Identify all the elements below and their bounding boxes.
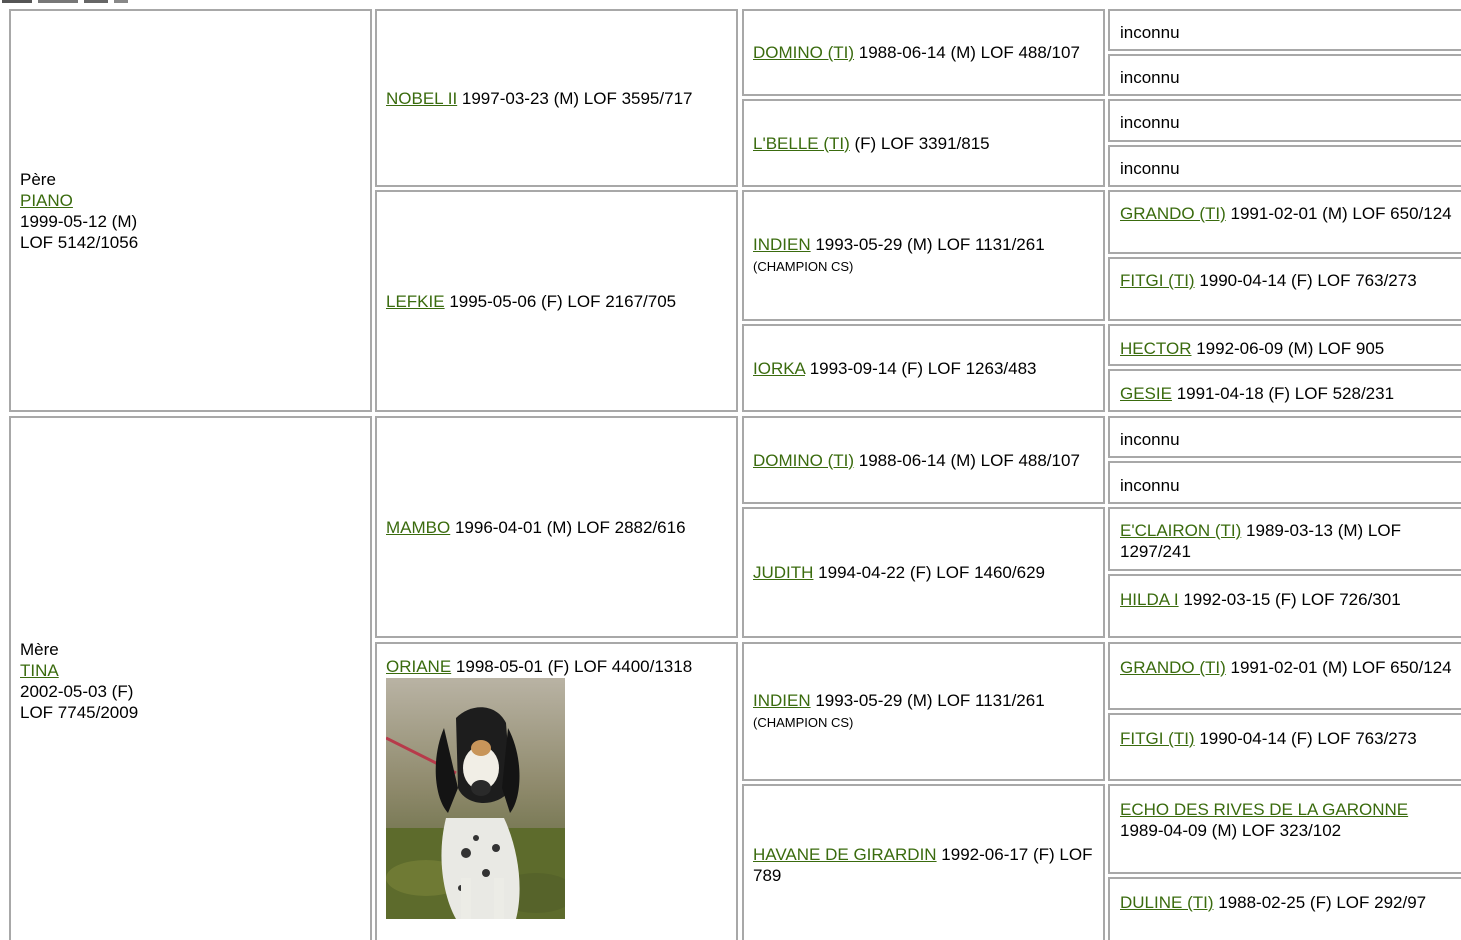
oriane-info: 1998-05-01 (F) LOF 4400/1318 — [451, 657, 693, 676]
dam-lof: LOF 7745/2009 — [20, 703, 139, 722]
gen4-cell-4: inconnu — [1108, 145, 1461, 187]
grandsire-maternal-cell: MAMBO 1996-04-01 (M) LOF 2882/616 — [375, 416, 738, 638]
echo-link[interactable]: ECHO DES RIVES DE LA GARONNE — [1120, 800, 1409, 819]
hilda-link[interactable]: HILDA I — [1120, 590, 1179, 609]
lbelle-info: (F) LOF 3391/815 — [849, 133, 990, 153]
iorka-info: 1993-09-14 (F) LOF 1263/483 — [804, 358, 1037, 378]
duline-link[interactable]: DULINE (TI) — [1120, 893, 1214, 912]
eclairon-link[interactable]: E'CLAIRON (TI) — [1120, 521, 1242, 540]
gen3-indien-cell-2: INDIEN 1993-05-29 (M) LOF 1131/261 (CHAM… — [742, 642, 1105, 781]
gen3-havane-cell: HAVANE DE GIRARDIN 1992-06-17 (F) LOF 78… — [742, 784, 1105, 940]
indien-link-2[interactable]: INDIEN — [753, 691, 811, 710]
domino-link-2[interactable]: DOMINO (TI) — [753, 450, 855, 470]
granddam-paternal-cell: LEFKIE 1995-05-06 (F) LOF 2167/705 — [375, 190, 738, 412]
gen3-judith-cell: JUDITH 1994-04-22 (F) LOF 1460/629 — [742, 507, 1105, 638]
domino-info-1: 1988-06-14 (M) LOF 488/107 — [854, 43, 1080, 62]
gen4-duline-cell: DULINE (TI) 1988-02-25 (F) LOF 292/97 — [1108, 877, 1461, 940]
gen4-cell-5: inconnu — [1108, 416, 1461, 458]
dam-label: Mère — [20, 640, 59, 659]
indien-info-1: 1993-05-29 (M) LOF 1131/261 — [810, 235, 1045, 254]
gen4-cell-1: inconnu — [1108, 9, 1461, 51]
dam-date: 2002-05-03 (F) — [20, 682, 134, 701]
unknown-4: inconnu — [1120, 159, 1180, 178]
sire-lof: LOF 5142/1056 — [20, 232, 139, 252]
hilda-info: 1992-03-15 (F) LOF 726/301 — [1178, 590, 1401, 609]
unknown-3: inconnu — [1120, 113, 1180, 132]
gen3-indien-cell-1: INDIEN 1993-05-29 (M) LOF 1131/261 (CHAM… — [742, 190, 1105, 321]
cropped-text-fragment — [2, 0, 128, 3]
gen4-cell-6: inconnu — [1108, 461, 1461, 504]
gen4-fitgi-cell-1: FITGI (TI) 1990-04-14 (F) LOF 763/273 — [1108, 257, 1461, 321]
gen4-fitgi-cell-2: FITGI (TI) 1990-04-14 (F) LOF 763/273 — [1108, 713, 1461, 781]
mambo-link[interactable]: MAMBO — [386, 517, 451, 537]
gen4-grando-cell-2: GRANDO (TI) 1991-02-01 (M) LOF 650/124 — [1108, 642, 1461, 710]
duline-info: 1988-02-25 (F) LOF 292/97 — [1213, 893, 1427, 912]
judith-info: 1994-04-22 (F) LOF 1460/629 — [813, 563, 1045, 582]
gen3-iorka-cell: IORKA 1993-09-14 (F) LOF 1263/483 — [742, 324, 1105, 412]
fitgi-link-1[interactable]: FITGI (TI) — [1120, 271, 1195, 290]
sire-label: Père — [20, 169, 56, 189]
domino-link-1[interactable]: DOMINO (TI) — [753, 43, 855, 62]
fitgi-link-2[interactable]: FITGI (TI) — [1120, 729, 1195, 748]
nobel-link[interactable]: NOBEL II — [386, 88, 458, 108]
gen4-grando-cell-1: GRANDO (TI) 1991-02-01 (M) LOF 650/124 — [1108, 190, 1461, 254]
grando-link-1[interactable]: GRANDO (TI) — [1120, 204, 1226, 223]
havane-link[interactable]: HAVANE DE GIRARDIN — [753, 845, 937, 864]
indien-title-2: (CHAMPION CS) — [753, 715, 854, 730]
havane-info: 1992-06-17 (F) LOF 789 — [753, 845, 1093, 885]
dog-photo — [386, 678, 565, 919]
grando-link-2[interactable]: GRANDO (TI) — [1120, 658, 1226, 677]
hector-info: 1992-06-09 (M) LOF 905 — [1191, 339, 1385, 358]
gen4-hilda-cell: HILDA I 1992-03-15 (F) LOF 726/301 — [1108, 574, 1461, 638]
unknown-2: inconnu — [1120, 68, 1180, 87]
sire-link[interactable]: PIANO — [20, 190, 73, 210]
lefkie-info: 1995-05-06 (F) LOF 2167/705 — [444, 291, 677, 311]
echo-info: 1989-04-09 (M) LOF 323/102 — [1120, 821, 1342, 840]
hector-link[interactable]: HECTOR — [1120, 339, 1192, 358]
indien-title-1: (CHAMPION CS) — [753, 259, 854, 274]
domino-info-2: 1988-06-14 (M) LOF 488/107 — [854, 450, 1080, 470]
sire-cell: Père PIANO 1999-05-12 (M) LOF 5142/1056 — [9, 9, 372, 412]
fitgi-info-2: 1990-04-14 (F) LOF 763/273 — [1194, 729, 1417, 748]
indien-info-2: 1993-05-29 (M) LOF 1131/261 — [810, 691, 1045, 710]
unknown-5: inconnu — [1120, 430, 1180, 449]
nobel-info: 1997-03-23 (M) LOF 3595/717 — [457, 88, 693, 108]
indien-link-1[interactable]: INDIEN — [753, 235, 811, 254]
gen4-eclairon-cell: E'CLAIRON (TI) 1989-03-13 (M) LOF 1297/2… — [1108, 507, 1461, 571]
granddam-maternal-cell: ORIANE 1998-05-01 (F) LOF 4400/1318 — [375, 642, 738, 940]
gen3-domino-cell-1: DOMINO (TI) 1988-06-14 (M) LOF 488/107 — [742, 9, 1105, 96]
gen4-cell-3: inconnu — [1108, 99, 1461, 142]
dam-cell: Mère TINA 2002-05-03 (F) LOF 7745/2009 — [9, 416, 372, 940]
gen4-hector-cell: HECTOR 1992-06-09 (M) LOF 905 — [1108, 324, 1461, 366]
sire-date: 1999-05-12 (M) — [20, 211, 138, 231]
unknown-6: inconnu — [1120, 476, 1180, 495]
dam-link[interactable]: TINA — [20, 661, 59, 680]
lbelle-link[interactable]: L'BELLE (TI) — [753, 133, 850, 153]
grando-info-2: 1991-02-01 (M) LOF 650/124 — [1225, 658, 1452, 677]
judith-link[interactable]: JUDITH — [753, 563, 814, 582]
fitgi-info-1: 1990-04-14 (F) LOF 763/273 — [1194, 271, 1417, 290]
grandsire-paternal-cell: NOBEL II 1997-03-23 (M) LOF 3595/717 — [375, 9, 738, 187]
gen4-cell-2: inconnu — [1108, 54, 1461, 96]
gen4-gesie-cell: GESIE 1991-04-18 (F) LOF 528/231 — [1108, 369, 1461, 412]
eclairon-info: 1989-03-13 (M) LOF 1297/241 — [1120, 521, 1401, 561]
gen3-lbelle-cell: L'BELLE (TI) (F) LOF 3391/815 — [742, 99, 1105, 187]
gesie-info: 1991-04-18 (F) LOF 528/231 — [1171, 384, 1395, 403]
lefkie-link[interactable]: LEFKIE — [386, 291, 445, 311]
mambo-info: 1996-04-01 (M) LOF 2882/616 — [450, 517, 686, 537]
gesie-link[interactable]: GESIE — [1120, 384, 1172, 403]
unknown-1: inconnu — [1120, 23, 1180, 42]
gen3-domino-cell-2: DOMINO (TI) 1988-06-14 (M) LOF 488/107 — [742, 416, 1105, 504]
gen4-echo-cell: ECHO DES RIVES DE LA GARONNE 1989-04-09 (… — [1108, 784, 1461, 874]
grando-info-1: 1991-02-01 (M) LOF 650/124 — [1225, 204, 1452, 223]
iorka-link[interactable]: IORKA — [753, 358, 805, 378]
oriane-link[interactable]: ORIANE — [386, 657, 452, 676]
